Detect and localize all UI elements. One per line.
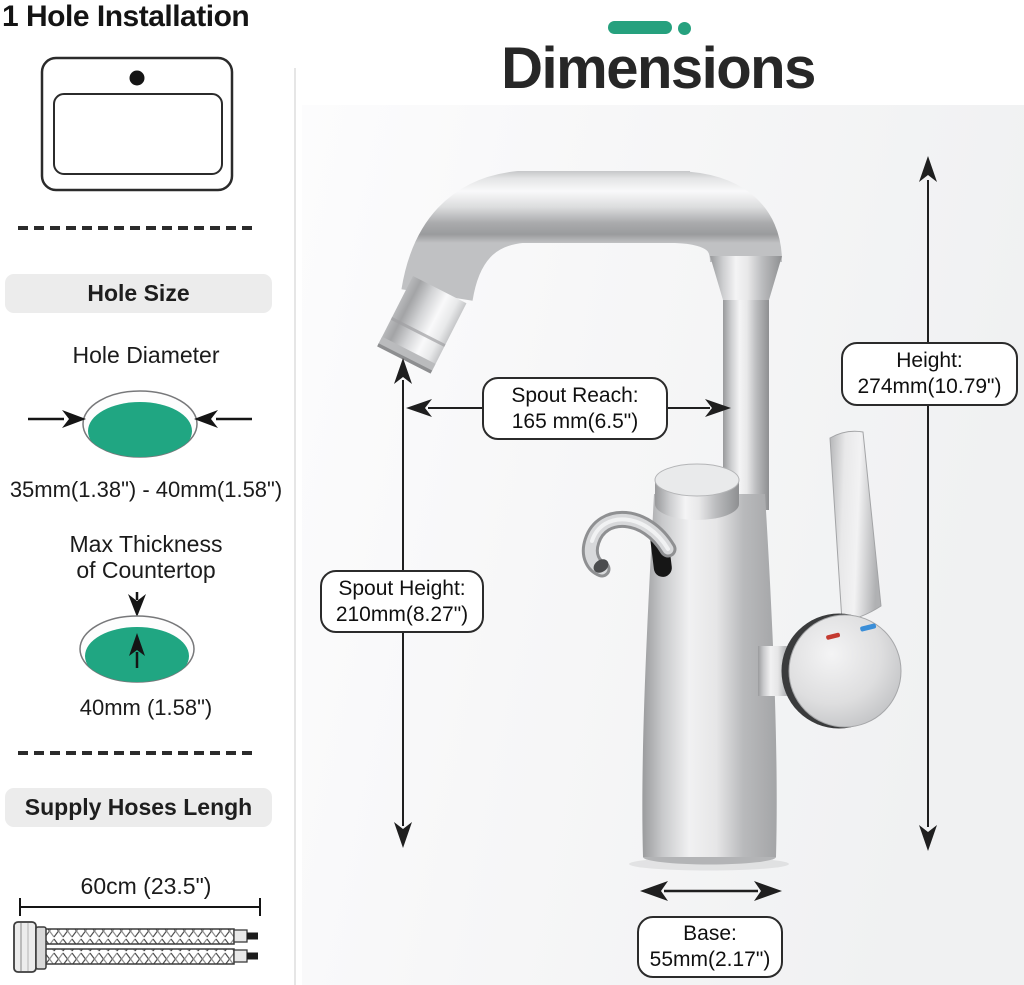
title-accent-dot bbox=[678, 22, 691, 35]
spout-height-callout: Spout Height: 210mm(8.27") bbox=[320, 570, 484, 633]
base-callout: Base: 55mm(2.17") bbox=[637, 916, 783, 978]
spout-reach-label: Spout Reach: bbox=[511, 383, 639, 407]
arrow-left-icon bbox=[640, 881, 668, 901]
max-thickness-label-line2: of Countertop bbox=[76, 557, 216, 583]
cold-indicator bbox=[860, 623, 877, 632]
height-label: Height: bbox=[896, 349, 963, 372]
arrow-down-icon bbox=[919, 825, 937, 851]
spout-height-label: Spout Height: bbox=[338, 576, 466, 600]
arrow-up-icon bbox=[129, 633, 145, 656]
arrow-right-icon bbox=[62, 410, 86, 428]
faucet-illustration bbox=[377, 171, 902, 871]
side-hook-spout bbox=[581, 510, 677, 578]
braided-hose bbox=[43, 948, 235, 965]
hot-indicator bbox=[826, 632, 840, 640]
faucet-body-cap bbox=[654, 463, 740, 520]
arrow-left-icon bbox=[194, 410, 218, 428]
hole-size-header: Hole Size bbox=[5, 274, 272, 313]
hose-fitting bbox=[233, 949, 248, 963]
height-value: 274mm(10.79") bbox=[857, 375, 1002, 398]
hose-fitting bbox=[233, 929, 248, 943]
base-value: 55mm(2.17") bbox=[649, 948, 771, 971]
arrow-up-icon bbox=[919, 156, 937, 182]
hose-nut bbox=[13, 921, 37, 973]
hole-diameter-label: Hole Diameter bbox=[72, 342, 220, 368]
max-thickness-value: 40mm (1.58") bbox=[79, 695, 213, 720]
hole-size-header-label: Hole Size bbox=[87, 280, 190, 306]
faucet-body bbox=[642, 494, 777, 857]
arrow-down-icon bbox=[394, 822, 412, 848]
supply-hoses-figure bbox=[13, 898, 261, 973]
dimensions-title: Dimensions bbox=[501, 36, 816, 101]
arrow-down-icon bbox=[128, 594, 146, 617]
arrow-right-icon bbox=[754, 881, 782, 901]
faucet-handle-disc bbox=[788, 614, 902, 728]
supply-hoses-header: Supply Hoses Lengh bbox=[5, 788, 272, 827]
base-label: Base: bbox=[683, 922, 737, 945]
spout-height-value: 210mm(8.27") bbox=[335, 602, 469, 626]
faucet-spout-tip bbox=[377, 276, 467, 374]
faucet-hole-dot bbox=[129, 70, 145, 86]
title-accent-dash bbox=[608, 21, 672, 34]
faucet-spout-tube bbox=[401, 171, 690, 302]
max-thickness-label-line1: Max Thickness bbox=[69, 531, 223, 557]
spout-reach-callout: Spout Reach: 165 mm(6.5") bbox=[482, 377, 668, 440]
spout-reach-value: 165 mm(6.5") bbox=[511, 409, 639, 433]
hole-diameter-figure bbox=[28, 390, 252, 458]
braided-hose bbox=[43, 928, 235, 945]
max-thickness-label: Max Thickness of Countertop bbox=[0, 531, 292, 583]
supply-hoses-value: 60cm (23.5") bbox=[80, 873, 212, 899]
max-thickness-figure bbox=[79, 592, 195, 683]
sink-top-view bbox=[40, 56, 234, 192]
hole-diameter-value: 35mm(1.38") - 40mm(1.58") bbox=[9, 477, 283, 502]
supply-hoses-header-label: Supply Hoses Lengh bbox=[24, 794, 253, 820]
arrow-right-icon bbox=[705, 399, 731, 417]
height-callout: Height: 274mm(10.79") bbox=[841, 342, 1018, 406]
arrow-left-icon bbox=[406, 399, 432, 417]
arrow-up-icon bbox=[394, 358, 412, 384]
installation-title: 1 Hole Installation bbox=[2, 0, 250, 33]
